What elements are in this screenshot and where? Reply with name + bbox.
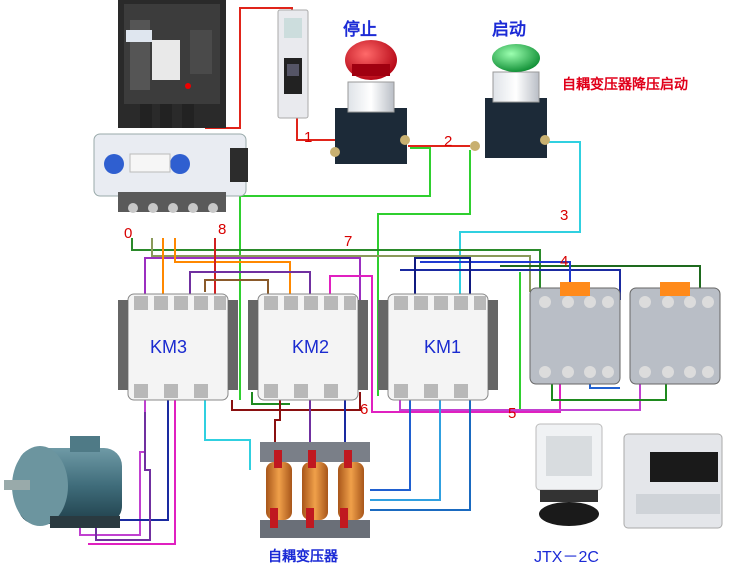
diagram-title: 自耦变压器降压启动 <box>562 77 688 93</box>
small-breaker <box>277 9 309 119</box>
relay-base-2 <box>629 282 721 385</box>
wire-green-7 <box>131 238 541 296</box>
stop-label: 停止 <box>343 20 377 40</box>
wire-purple-5 <box>399 380 641 411</box>
relay-model-label: JTX－2C <box>534 549 599 566</box>
jtx-relay <box>535 423 603 526</box>
relay-base-1 <box>529 282 621 385</box>
stop-button <box>330 40 410 164</box>
main-breaker <box>118 0 226 128</box>
wire-orange-b <box>174 238 291 296</box>
wire-label-7: 7 <box>344 233 353 250</box>
wire-brown <box>204 279 269 296</box>
autotransformer <box>260 442 370 538</box>
phase-protector <box>93 133 248 213</box>
motor <box>4 436 122 528</box>
km2-label: KM2 <box>292 337 330 357</box>
wire-navy <box>414 257 471 298</box>
wire-label-5: 5 <box>508 405 517 422</box>
wire-red-1 <box>296 118 335 141</box>
wire-violet <box>189 271 311 300</box>
timer <box>623 433 723 529</box>
wire-km1-1 <box>370 400 411 491</box>
contactor-km1 <box>378 293 498 401</box>
wire-label-3: 3 <box>560 207 569 224</box>
wire-dkred-6 <box>231 392 361 411</box>
wires <box>79 7 701 545</box>
wire-km3-5 <box>88 400 176 545</box>
wire-olive <box>151 238 531 292</box>
wire-relay-green <box>551 380 667 401</box>
wire-km2-1 <box>274 400 281 458</box>
wire-label-6: 6 <box>360 401 369 418</box>
wire-label-2: 2 <box>444 133 453 150</box>
contactor-km3 <box>118 293 238 401</box>
wire-km3-3 <box>204 400 251 470</box>
contactor-km2 <box>248 293 368 401</box>
wire-label-8: 8 <box>218 221 227 238</box>
wire-label-1: 1 <box>304 129 313 146</box>
wire-km3-4 <box>95 412 151 541</box>
wire-dkblue-4 <box>400 269 621 300</box>
wire-label-0: 0 <box>124 225 133 242</box>
wire-km1-3 <box>370 400 471 511</box>
transformer-label: 自耦变压器 <box>268 549 338 565</box>
wire-km1-2 <box>370 400 441 501</box>
wire-green-2 <box>239 147 431 400</box>
wire-green-bot <box>251 392 290 405</box>
wire-label-4: 4 <box>560 253 569 270</box>
wire-purple-top <box>144 257 361 304</box>
start-button <box>470 44 550 158</box>
start-label: 启动 <box>492 20 526 40</box>
wire-cyan-3 <box>459 141 581 300</box>
km3-label: KM3 <box>150 337 188 357</box>
km1-label: KM1 <box>424 337 462 357</box>
wire-magenta <box>329 275 561 413</box>
